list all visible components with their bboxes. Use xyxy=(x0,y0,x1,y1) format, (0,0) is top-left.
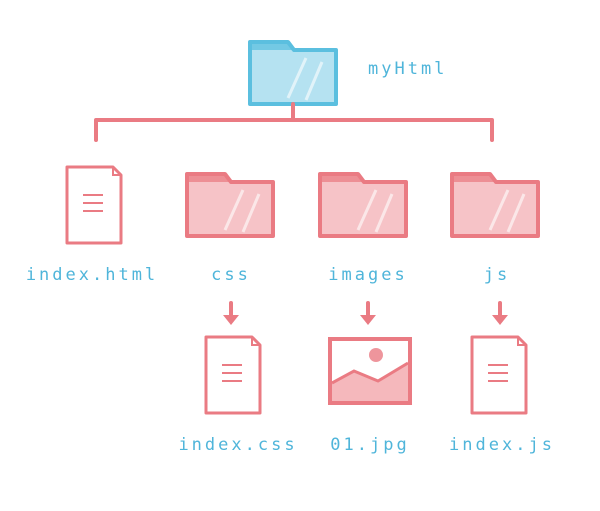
folder-icon-css xyxy=(185,172,275,238)
root-folder-icon xyxy=(248,40,338,106)
child-label-css: css xyxy=(211,265,251,285)
child-label-index-html: index.html xyxy=(26,265,158,285)
file-icon-index-js xyxy=(470,335,528,415)
file-icon-index-css xyxy=(204,335,262,415)
folder-icon-js xyxy=(450,172,540,238)
tree-connector xyxy=(94,102,494,142)
content-label-01-jpg: 01.jpg xyxy=(330,435,409,455)
folder-icon-images xyxy=(318,172,408,238)
child-label-js: js xyxy=(484,265,510,285)
arrow-down-icon xyxy=(358,301,378,327)
arrow-down-icon xyxy=(221,301,241,327)
content-label-index-js: index.js xyxy=(449,435,555,455)
content-label-index-css: index.css xyxy=(178,435,297,455)
image-icon xyxy=(328,337,412,405)
file-icon xyxy=(65,165,123,245)
arrow-down-icon xyxy=(490,301,510,327)
root-label: myHtml xyxy=(368,59,447,79)
child-label-images: images xyxy=(328,265,407,285)
